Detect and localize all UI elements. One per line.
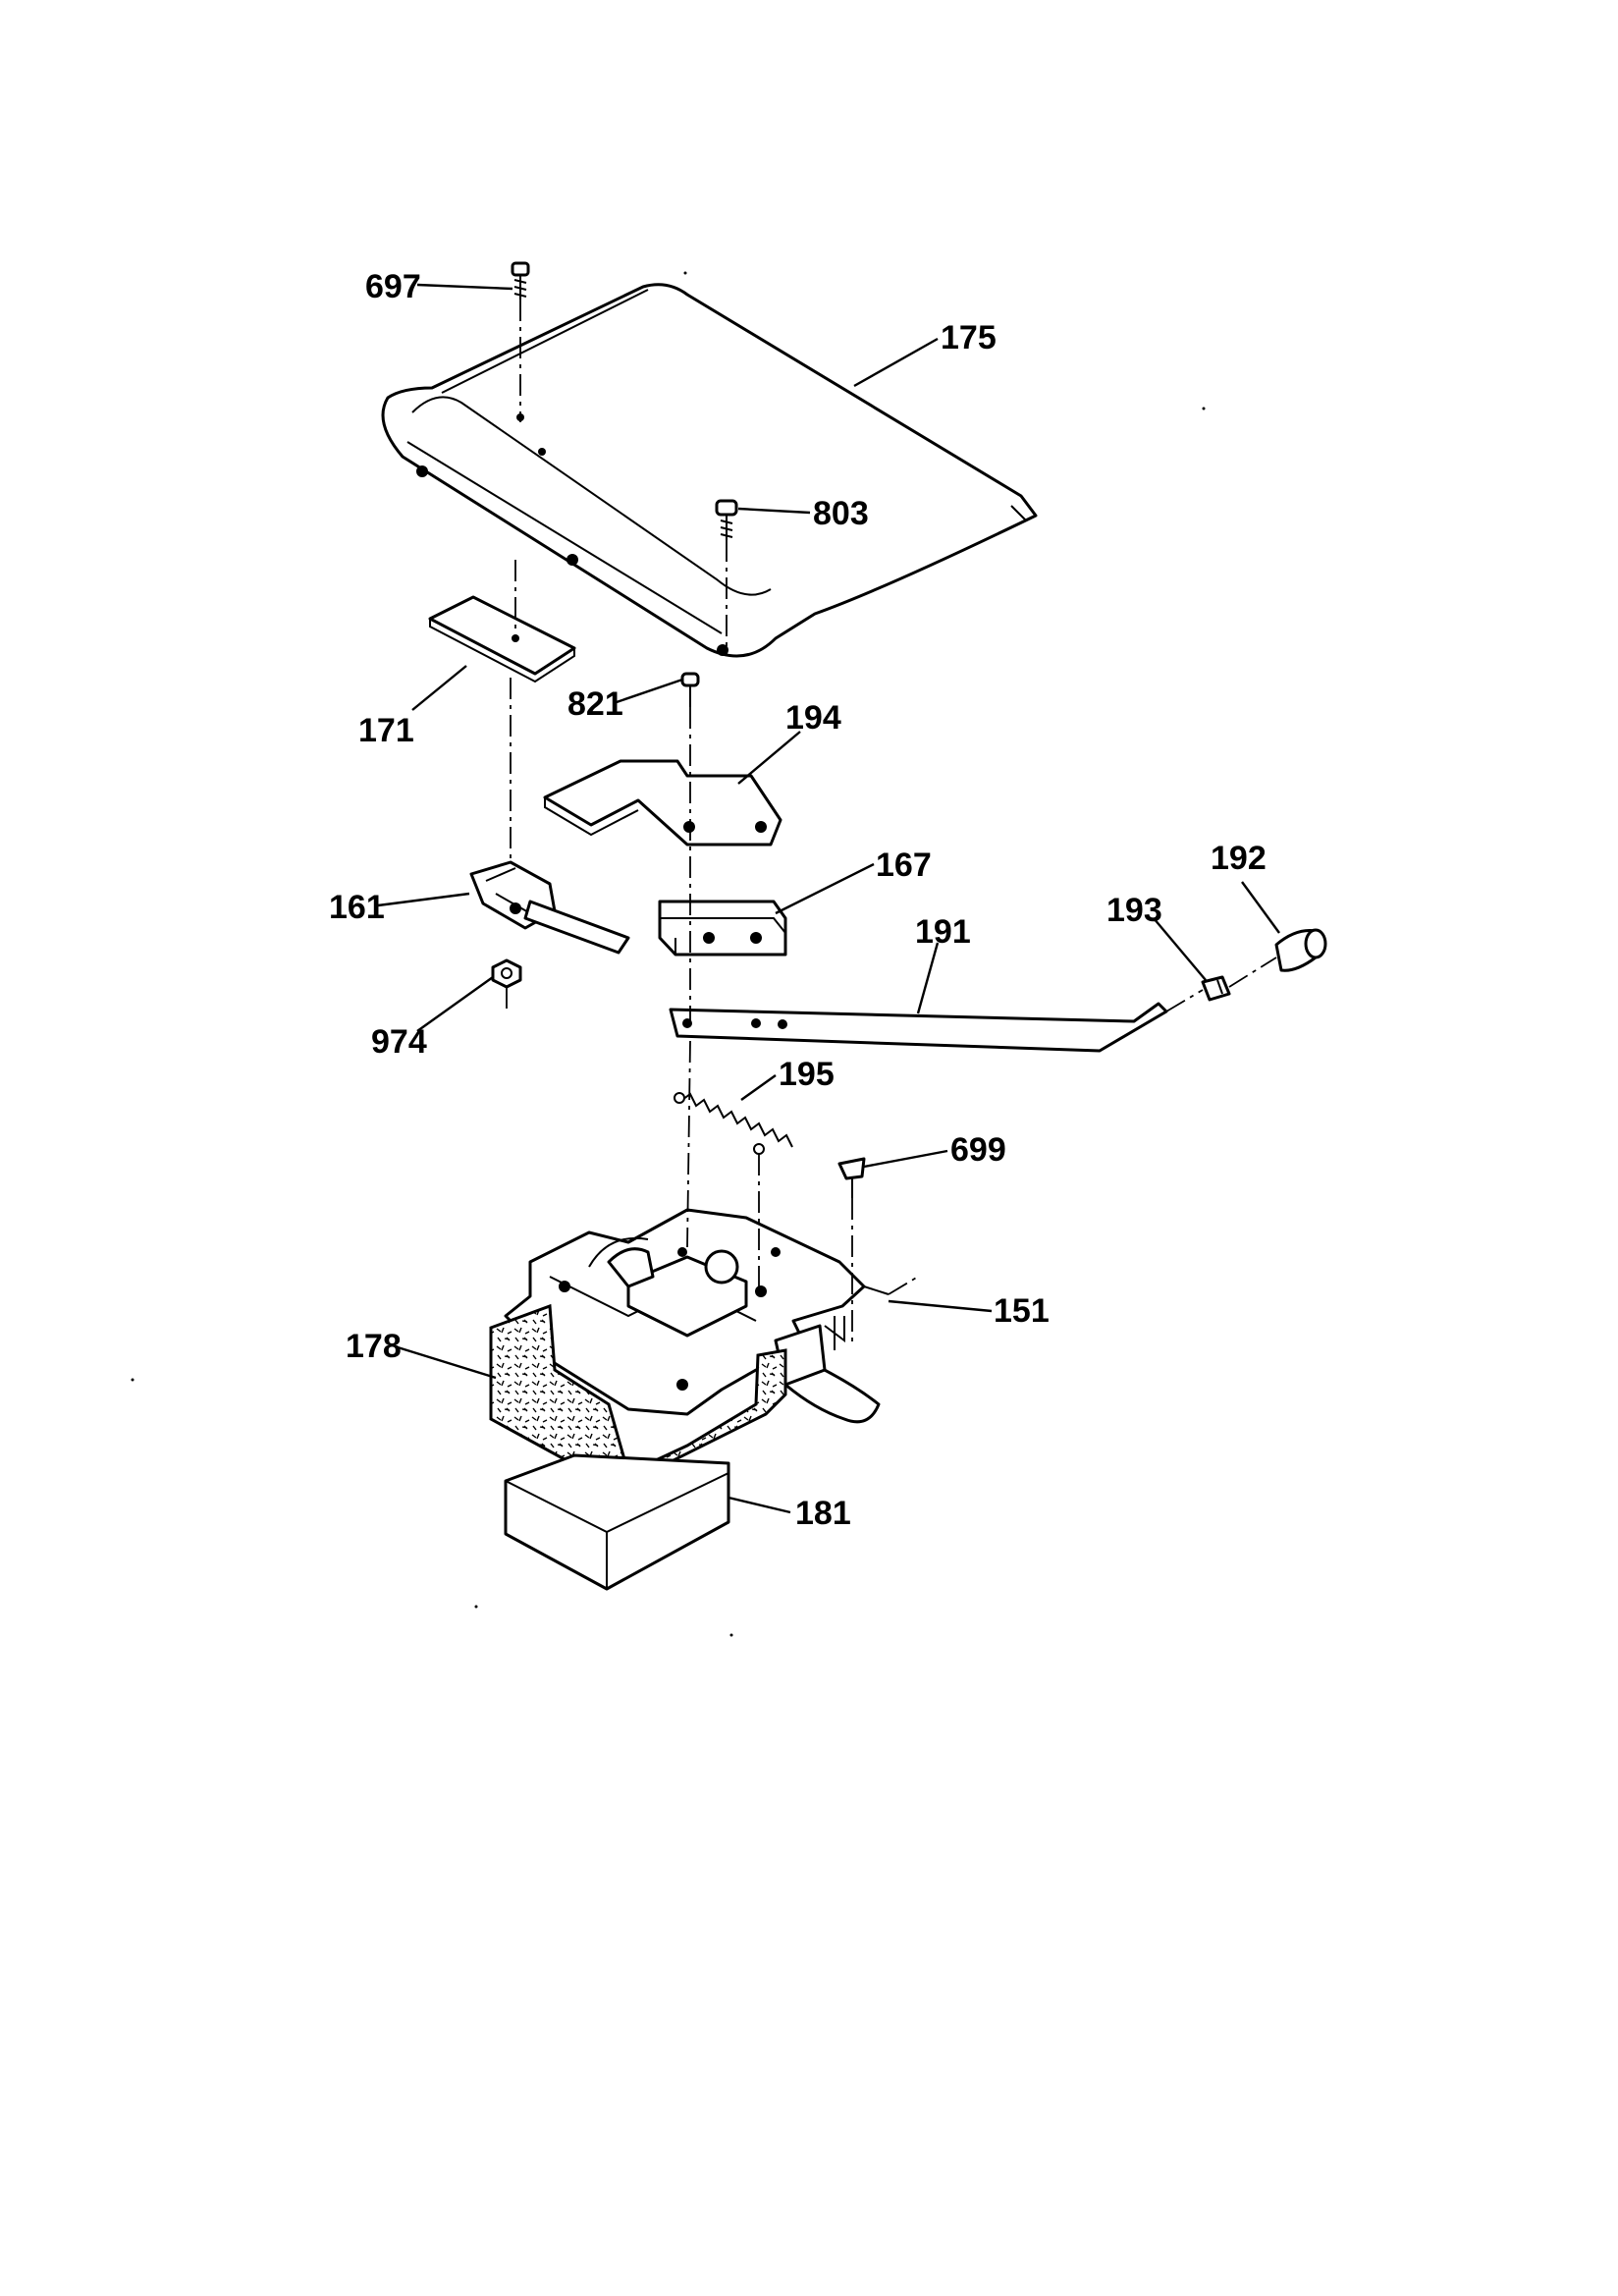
callout-181: 181 [795, 1495, 851, 1532]
callout-194: 194 [785, 699, 841, 737]
cover-panel-175 [381, 283, 1038, 658]
clip-193 [1201, 975, 1231, 1002]
callout-697: 697 [365, 268, 421, 305]
switch-161 [469, 860, 630, 955]
callout-192: 192 [1211, 840, 1267, 877]
screw-697 [511, 261, 530, 300]
knob-192 [1274, 928, 1327, 972]
block-181 [504, 1453, 730, 1591]
callout-193: 193 [1106, 892, 1162, 929]
plate-171 [428, 595, 576, 683]
screw-803 [715, 499, 738, 540]
callout-821: 821 [567, 685, 623, 723]
spring-195 [674, 1092, 793, 1155]
callout-175: 175 [941, 319, 997, 356]
scan-specks [131, 271, 1206, 1637]
nut-974 [491, 958, 522, 989]
callout-167: 167 [876, 847, 932, 884]
callout-171: 171 [358, 712, 414, 749]
callout-974: 974 [371, 1023, 427, 1061]
bracket-194 [543, 759, 782, 847]
callout-178: 178 [346, 1328, 402, 1365]
screw-821 [680, 672, 700, 707]
latch-block-167 [658, 900, 787, 957]
screw-699 [837, 1157, 866, 1198]
callout-161: 161 [329, 889, 385, 926]
callout-191: 191 [915, 913, 971, 951]
callout-151: 151 [994, 1292, 1050, 1330]
leader-lines [377, 283, 1280, 1514]
assembly-centerlines [506, 300, 1277, 1345]
callout-195: 195 [779, 1056, 835, 1093]
callout-803: 803 [813, 495, 869, 532]
callout-699: 699 [950, 1131, 1006, 1169]
callout-labels: 697 175 803 171 821 194 167 161 192 193 … [329, 268, 1267, 1532]
